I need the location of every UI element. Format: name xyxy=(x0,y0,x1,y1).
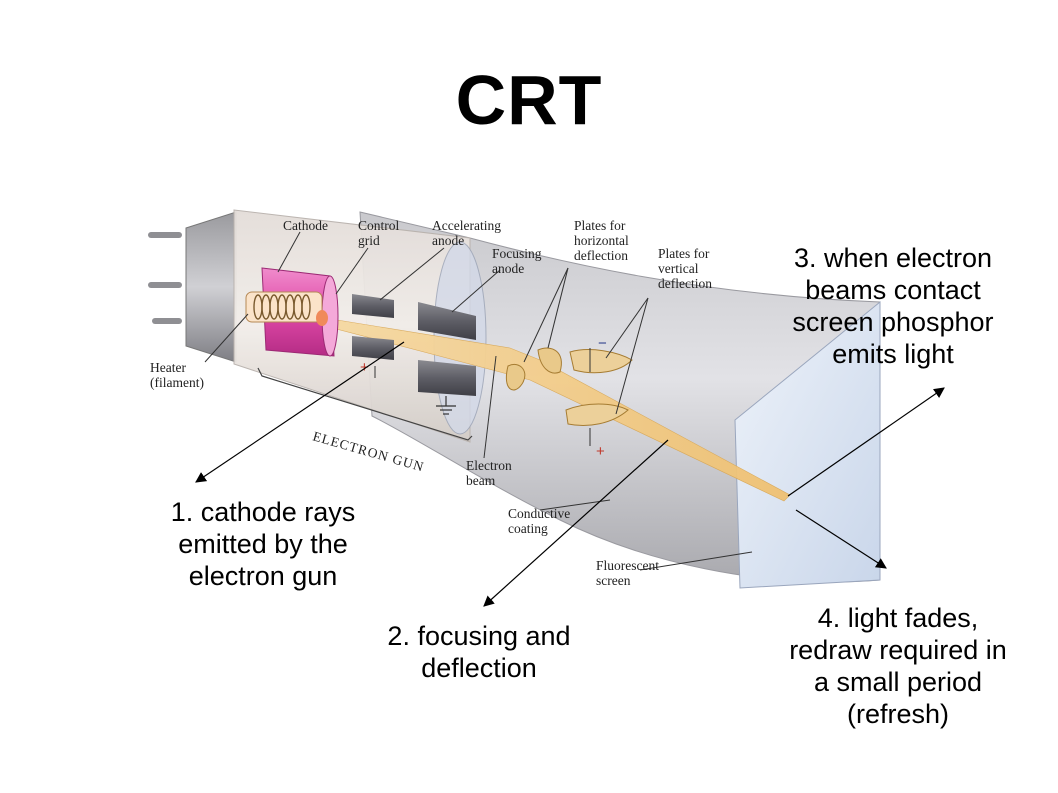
arrow-step1 xyxy=(195,341,405,483)
svg-text:−: − xyxy=(598,335,607,352)
label-line: deflection xyxy=(574,248,628,263)
label-line: vertical xyxy=(658,261,699,276)
arrow-step3 xyxy=(787,387,945,497)
callout-step3-line: 3. when electron xyxy=(793,243,993,273)
cathode xyxy=(245,267,339,357)
callout-step1-line: electron gun xyxy=(188,561,338,591)
label-line: horizontal xyxy=(574,233,629,248)
label-line: Control xyxy=(358,218,400,233)
label-line: anode xyxy=(432,233,464,248)
label-line: Focusing xyxy=(492,246,542,261)
tube-base xyxy=(185,211,237,363)
callout-step1-line: emitted by the xyxy=(178,529,348,559)
callout-step3: 3. when electron beams contact screen ph… xyxy=(762,242,1024,370)
arrow-step2 xyxy=(483,439,669,607)
label-line: coating xyxy=(508,521,548,536)
callout-step4-line: redraw required in xyxy=(789,635,1007,665)
label-line: deflection xyxy=(658,276,712,291)
arrow-step4 xyxy=(795,509,887,569)
callout-step4: 4. light fades, redraw required in a sma… xyxy=(760,602,1036,730)
label-line: Conductive xyxy=(508,506,570,521)
electron-gun-bracket xyxy=(257,367,473,441)
horizontal-deflection-plates xyxy=(506,347,562,391)
callout-step3-line: emits light xyxy=(832,339,954,369)
focusing-anode xyxy=(418,302,476,396)
label-line: screen xyxy=(596,573,631,588)
callout-step3-line: beams contact xyxy=(805,275,981,305)
callout-step2-line: deflection xyxy=(421,653,537,683)
svg-text:+: + xyxy=(596,443,605,460)
label-line: Plates for xyxy=(574,218,626,233)
vertical-deflection-plates xyxy=(565,349,633,426)
callout-step4-line: (refresh) xyxy=(846,699,949,729)
ground-symbol xyxy=(436,396,456,415)
slide-title: CRT xyxy=(455,61,603,139)
fluorescent-screen xyxy=(734,300,881,589)
callout-step1-line: 1. cathode rays xyxy=(170,497,356,527)
callout-step4-line: a small period xyxy=(813,667,983,697)
label-line: Accelerating xyxy=(432,218,501,233)
callout-arrows xyxy=(195,341,945,607)
svg-text:+: + xyxy=(360,359,369,376)
callout-step3-line: screen phosphor xyxy=(792,307,994,337)
callout-step4-line: 4. light fades, xyxy=(817,603,979,633)
label-line: Heater xyxy=(150,360,186,375)
label-line: (filament) xyxy=(150,375,204,390)
label-line: beam xyxy=(466,473,496,488)
label-leader-lines xyxy=(204,231,753,571)
label-heater: Heater(filament) xyxy=(150,360,204,390)
label-line: Plates for xyxy=(658,246,710,261)
label-line: anode xyxy=(492,261,524,276)
callout-step2-line: 2. focusing and xyxy=(387,621,571,651)
polarity-signs: + − + xyxy=(360,335,607,460)
base-pins xyxy=(148,232,182,324)
label-line: Electron xyxy=(466,458,512,473)
accelerating-anode xyxy=(352,294,394,360)
callout-step2: 2. focusing and deflection xyxy=(348,620,610,684)
callout-step1: 1. cathode rays emitted by the electron … xyxy=(128,496,398,592)
label-cathode: Cathode xyxy=(283,218,328,233)
label-line: Fluorescent xyxy=(596,558,659,573)
label-line: grid xyxy=(358,233,380,248)
